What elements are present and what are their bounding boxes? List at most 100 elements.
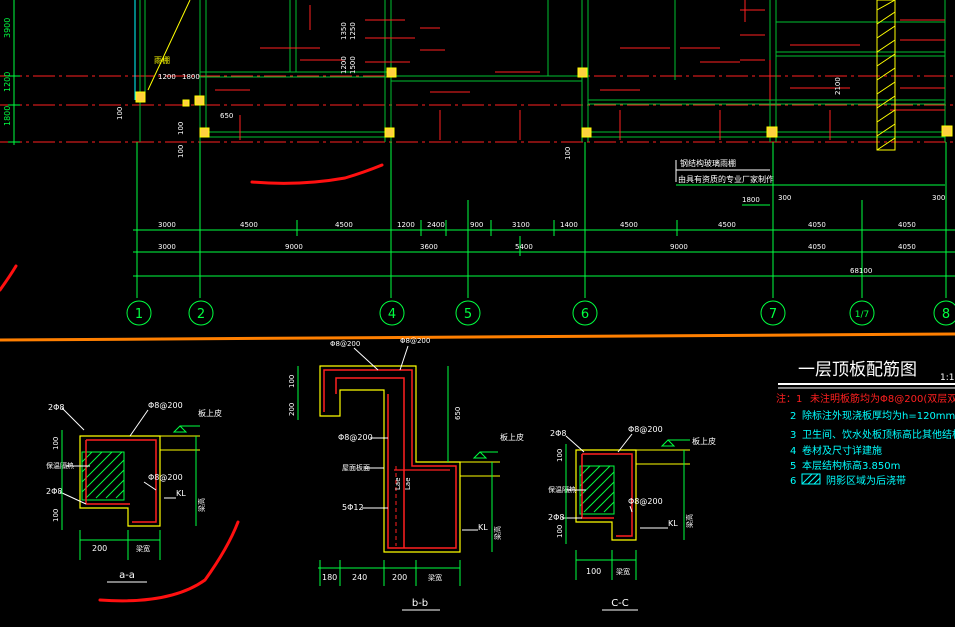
rebar-inner [335,377,405,548]
note-number: 6 [790,476,796,487]
dim-text: 2100 [834,77,842,95]
elevation-text: 100 [177,122,185,135]
elevation-text: 100 [177,145,185,158]
drawing-scale: 1:10 [940,373,955,383]
hatch-legend-line [801,473,813,485]
leader-line [59,491,87,505]
axis-label: 8 [942,307,950,322]
dim-text: 1800 [3,106,12,126]
dim-text: 3000 [158,221,176,229]
beam-label: KL [176,489,186,498]
dim-text: 300 [932,194,945,202]
axis-label: 2 [197,307,205,322]
dim-text: 1200 [397,221,415,229]
section-aa: 2Φ8 Φ8@200 板上皮 保温隔热 2Φ8 Φ8@200 KL 100 10… [46,401,240,603]
dim-text: 9000 [670,243,688,251]
rebar-label: Φ8@200 [628,425,663,434]
axis-label: 7 [769,307,777,322]
insulation-hatch [81,451,125,499]
dim-text: 100 [52,437,60,450]
axis-extension-lines [133,142,955,298]
markup-stroke [250,163,384,185]
dim-text: 4500 [240,221,258,229]
slab-label: 板上皮 [198,408,222,418]
axis-bubble [933,300,955,326]
slab-label: 板上皮 [500,432,524,442]
leader-line [399,345,409,371]
slab-level-mark [472,451,488,459]
dim-text: 梁宽 [616,567,630,576]
dim-text: 梁高 [197,498,206,512]
dimension-row-2: 3000 9000 3600 5400 9000 4050 4050 [158,243,916,251]
dim-text: 梁高 [685,514,694,528]
leader-line [129,409,149,437]
dim-text: 650 [454,407,462,420]
dim-text: 1250 [349,22,357,40]
lae-label: Lae [394,478,402,491]
canopy-diagonal [147,0,191,91]
post-cast-strip [876,0,896,151]
dim-text: 4050 [898,243,916,251]
dim-text: 1200 [158,73,176,81]
section-label: b-b [412,598,428,609]
note-text: 除标注外现浇板厚均为h=120mm. [802,409,955,422]
dim-text: 1200 [340,56,348,74]
dim-text: 梁宽 [136,544,150,553]
dim-text: 2400 [427,221,445,229]
axis-label: 1 [135,307,143,322]
rebar-label: Φ8@200 [628,497,663,506]
dim-text: 1800 [742,196,760,204]
axis-label: 4 [388,307,396,322]
markup-stroke [98,520,240,603]
insulation-label: 保温隔热 [46,461,74,470]
rebar-label: 2Φ8 [48,403,64,412]
dim-text: 100 [556,449,564,462]
dim-text: 4500 [620,221,638,229]
insulation-label: 保温隔热 [548,485,576,494]
rebar-label: 2Φ8 [46,487,62,496]
dim-text: 1400 [560,221,578,229]
dim-text: 200 [392,573,407,582]
dim-text: 1200 [3,72,12,92]
rebar-label: Φ8@200 [400,337,430,345]
note-number: 注：1 [776,392,802,405]
dim-text: 梁高 [493,526,502,540]
axis-bubble [455,300,481,326]
dim-text: 650 [220,112,233,120]
rebar-label: Φ8@200 [330,340,360,348]
note-text: 卷材及尺寸详建施 [802,444,882,457]
dim-text: 300 [778,194,791,202]
note-number: 5 [790,461,796,472]
section-label: C-C [611,598,629,609]
dim-text: 5400 [515,243,533,251]
canopy-note: 由具有资质的专业厂家制作 [678,174,774,184]
lae-label: Lae [404,478,412,491]
elevation-text: 100 [116,107,124,120]
dim-text: 3100 [512,221,530,229]
dim-text: 梁宽 [428,573,442,582]
dim-text: 4050 [898,221,916,229]
dim-text: 240 [352,573,367,582]
slab-level-mark [660,439,676,447]
hatch-legend-box [801,473,821,485]
dim-text: 9000 [285,243,303,251]
axis-bubble [849,300,875,326]
rebar-main [86,439,157,523]
dim-text: 900 [470,221,483,229]
rebar-label: Φ8@200 [148,401,183,410]
dimension-row-1: 3000 4500 4500 1200 2400 900 3100 1400 4… [158,221,916,229]
rebar-main [582,453,633,537]
axis-bubble [188,300,214,326]
beam-label: KL [478,523,488,532]
leader-line [143,481,157,491]
note-number: 2 [790,411,796,422]
leader-line [353,347,379,371]
slab-label: 板上皮 [692,436,716,446]
elevation-text: 100 [564,147,572,160]
section-label: a-a [119,570,135,581]
insulation-hatch [579,465,615,513]
rebar-label: Φ8@200 [338,433,373,442]
dim-text: 200 [288,403,296,416]
dim-text: 3000 [158,243,176,251]
